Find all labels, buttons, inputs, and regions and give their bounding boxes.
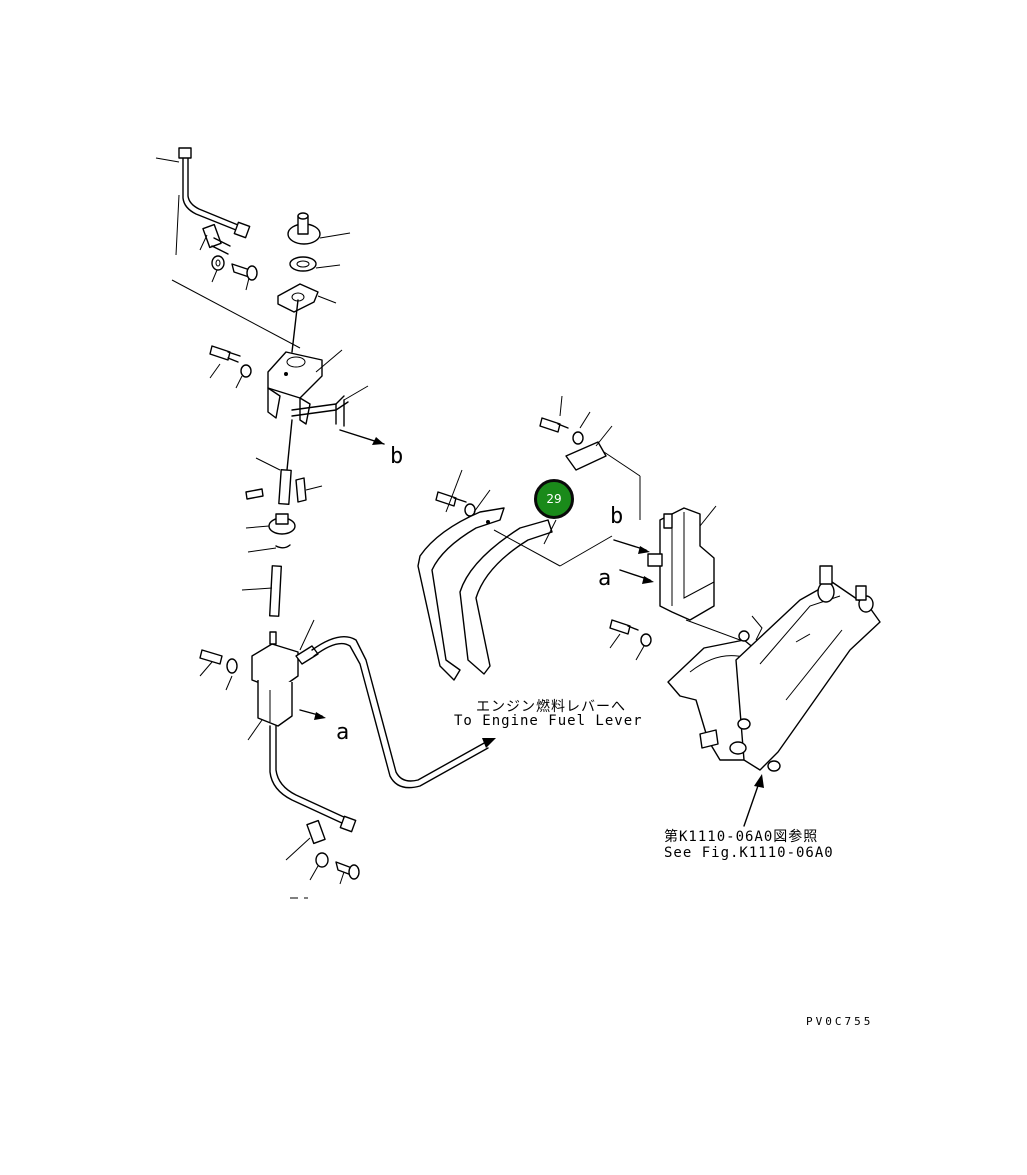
- lever-bracket: [267, 349, 369, 427]
- reference-letter-b-right: b: [610, 504, 624, 529]
- reference-letter-a-right: a: [598, 566, 612, 591]
- arrow-see-fig: [743, 774, 764, 827]
- pedal-bracket-parts: [417, 469, 613, 681]
- upper-plate-parts: [539, 395, 641, 520]
- knob-stack: [277, 212, 351, 353]
- reference-letter-a-left: a: [336, 720, 350, 745]
- reference-letter-b-upper: b: [390, 444, 404, 469]
- note-fuel-lever-en: To Engine Fuel Lever: [454, 713, 643, 729]
- note-see-fig-jp: 第K1110-06A0図参照: [664, 829, 819, 845]
- solenoid-unit: [199, 619, 326, 741]
- upper-cable: [155, 147, 251, 239]
- arrow-to-b: [339, 429, 385, 445]
- floor-frame: [667, 565, 881, 772]
- lower-cable: [269, 725, 360, 899]
- rod-and-pins: [241, 419, 323, 617]
- part-callout-29[interactable]: 29: [534, 479, 574, 519]
- cable-clamp-parts: [199, 223, 258, 291]
- right-bracket-assembly: [609, 505, 741, 661]
- drawing-code: PV0C755: [806, 1015, 874, 1028]
- fuel-lever-tube: [311, 636, 496, 789]
- bracket-bolts: [209, 345, 252, 389]
- note-fuel-lever-jp: エンジン燃料レバーへ: [476, 699, 626, 715]
- note-see-fig-en: See Fig.K1110-06A0: [664, 845, 834, 861]
